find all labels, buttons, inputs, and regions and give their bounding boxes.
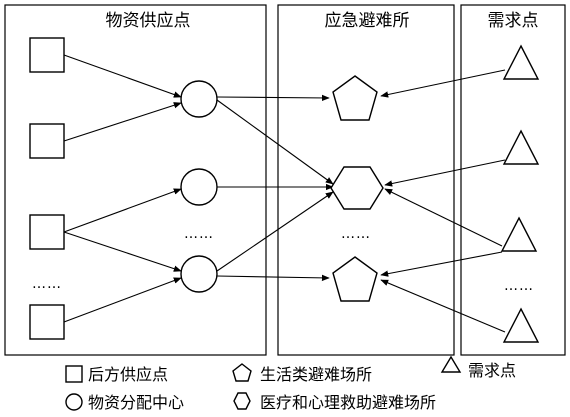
rear-supply-node xyxy=(29,123,65,159)
rear-supply-node xyxy=(29,37,65,73)
legend-medical-shelter-label: 医疗和心理救助避难场所 xyxy=(260,393,436,412)
supply-group-box xyxy=(4,4,267,356)
legend-distribution-center-label: 物资分配中心 xyxy=(88,393,184,412)
legend-rear-supply-label: 后方供应点 xyxy=(88,365,168,384)
legend-hexagon-icon xyxy=(233,392,251,410)
edge-rear2-dc1 xyxy=(63,102,182,142)
distribution-center-node xyxy=(180,80,218,118)
legend-pentagon-icon xyxy=(232,363,252,382)
demand-group-box xyxy=(460,4,566,356)
legend-square-icon xyxy=(65,365,83,383)
demand-node xyxy=(502,307,540,343)
rear-supply-ellipsis: …… xyxy=(32,276,62,292)
edge-dc1-medical xyxy=(216,99,334,185)
shelter-group-box xyxy=(277,4,455,356)
edge-dc3-medical xyxy=(216,191,334,272)
edge-rear3-dc2 xyxy=(63,188,182,233)
edge-demand1-living1 xyxy=(380,69,506,98)
shelter-ellipsis: …… xyxy=(341,226,371,242)
supply-group-title: 物资供应点 xyxy=(106,11,191,31)
rear-supply-node xyxy=(29,214,65,250)
legend-living-shelter-label: 生活类避难场所 xyxy=(260,365,372,384)
edge-rear4-dc3 xyxy=(63,277,182,323)
shelter-group-title: 应急避难所 xyxy=(325,11,410,31)
edge-demand3-medical xyxy=(384,188,503,247)
living-shelter-node xyxy=(332,75,378,121)
edge-dc3-living2 xyxy=(216,274,330,282)
demand-node xyxy=(500,216,538,252)
living-shelter-node xyxy=(332,256,378,302)
legend-demand-point-label: 需求点 xyxy=(468,361,516,380)
edge-demand4-living2 xyxy=(380,279,506,333)
edge-rear3-dc3 xyxy=(63,231,182,272)
demand-ellipsis: …… xyxy=(504,278,534,294)
edge-rear1-dc1 xyxy=(63,54,182,98)
distribution-center-node xyxy=(180,168,218,206)
rear-supply-node xyxy=(29,304,65,340)
demand-node xyxy=(502,44,540,80)
edge-dc1-living1 xyxy=(216,94,330,102)
legend: 后方供应点 物资分配中心 生活类避难场所 医疗和心理救助避难场所 需求点 xyxy=(65,355,516,412)
edge-demand2-medical xyxy=(384,159,506,187)
demand-node xyxy=(502,129,540,165)
distribution-center-ellipsis: …… xyxy=(184,226,214,242)
distribution-center-node xyxy=(180,255,218,293)
demand-group-title: 需求点 xyxy=(488,11,539,31)
edge-demand3-living2 xyxy=(380,251,503,277)
medical-shelter-node xyxy=(330,166,384,210)
legend-circle-icon xyxy=(65,393,83,411)
legend-triangle-icon xyxy=(440,355,462,373)
